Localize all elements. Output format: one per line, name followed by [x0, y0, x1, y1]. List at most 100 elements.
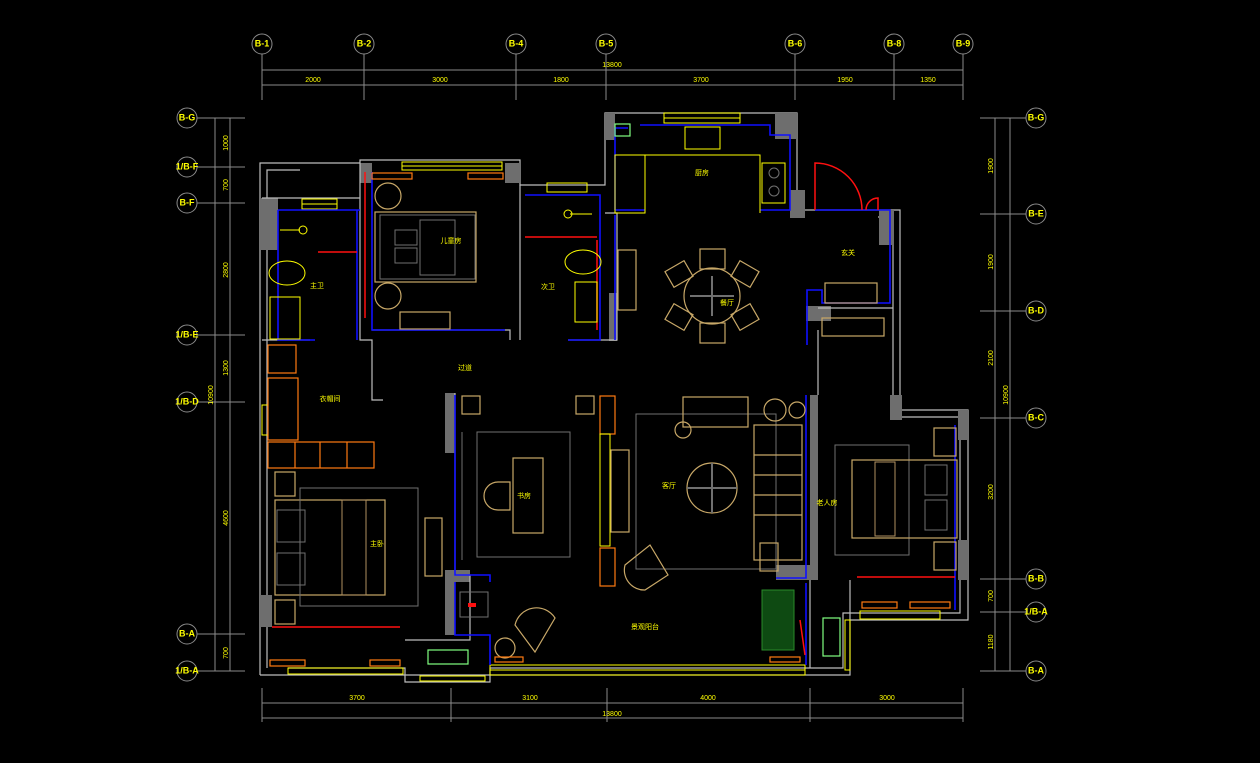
- plant: [575, 395, 595, 415]
- ac-unit: [822, 617, 841, 657]
- axis-bubble: B-4: [505, 33, 527, 100]
- top-dim: 1350: [920, 77, 936, 84]
- axis-circle: [176, 107, 198, 129]
- nightstand-lamp: [374, 182, 402, 210]
- armchair: [623, 544, 669, 591]
- axis-circle: [176, 391, 198, 413]
- axis-bubble: B-F: [176, 192, 245, 214]
- living-rug: [635, 413, 777, 570]
- axis-label: 1/B-D: [175, 396, 199, 406]
- axis-bubble: B-D: [980, 300, 1047, 322]
- cabinet: [459, 591, 489, 618]
- window: [287, 667, 404, 675]
- wardrobe: [267, 377, 299, 441]
- console: [821, 317, 885, 337]
- master-bed: [274, 487, 419, 607]
- axis-circle: [1025, 300, 1047, 322]
- left-axis-grid: B-G1/B-FB-F1/B-E1/B-DB-A1/B-A 10900 1000…: [175, 107, 245, 682]
- axis-circle: [1025, 601, 1047, 623]
- right-dim: 3200: [988, 484, 995, 500]
- axis-bubble: B-6: [784, 33, 806, 100]
- room-label-study: 书房: [517, 491, 531, 500]
- window: [489, 664, 806, 676]
- left-dim: 2800: [223, 262, 230, 278]
- bottom-overall-dim: 13800: [602, 711, 622, 718]
- axis-circle: [883, 33, 905, 55]
- axis-circle: [1025, 203, 1047, 225]
- bottom-dim: 3100: [522, 695, 538, 702]
- axis-circle: [251, 33, 273, 55]
- axis-label: B-8: [887, 38, 902, 48]
- axis-bubble: B-8: [883, 33, 905, 100]
- stove: [761, 162, 786, 204]
- axis-label: B-9: [956, 38, 971, 48]
- room-label-master-bath: 主卫: [310, 281, 324, 290]
- room-label-kitchen: 厨房: [695, 168, 709, 177]
- walls: [259, 112, 969, 683]
- sink: [574, 281, 598, 323]
- room-labels: 儿童房 主卫 次卫 过道 衣帽间 厨房 餐厅 玄关 书房 客厅 老人房 景观阳台…: [310, 168, 855, 631]
- axis-label: B-F: [180, 197, 195, 207]
- axis-bubble: 1/B-F: [176, 156, 245, 178]
- partition: [599, 433, 611, 547]
- counter: [644, 154, 761, 213]
- top-dim: 2000: [305, 77, 321, 84]
- window: [301, 198, 338, 210]
- right-dim: 1180: [988, 634, 995, 649]
- axis-circle: [176, 156, 198, 178]
- kitchen-sink: [684, 126, 721, 150]
- rug: [476, 431, 571, 558]
- fridge-cabinet: [614, 154, 646, 214]
- axis-bubble: 1/B-A: [175, 660, 245, 682]
- appliance: [614, 123, 631, 137]
- nightstand: [274, 599, 296, 625]
- entrance-door[interactable]: [814, 162, 879, 211]
- coffee-table: [686, 462, 738, 514]
- axis-circle: [176, 660, 198, 682]
- right-dim: 1900: [988, 254, 995, 270]
- tv-cabinet: [424, 517, 443, 577]
- axis-circle: [176, 324, 198, 346]
- axis-label: B-1: [255, 38, 270, 48]
- axis-label: 1/B-F: [176, 161, 199, 171]
- chair: [483, 481, 511, 511]
- bottom-dim: 4000: [700, 695, 716, 702]
- side-table: [494, 637, 516, 659]
- shoe-cabinet: [824, 282, 878, 304]
- axis-label: 1/B-A: [175, 665, 199, 675]
- axis-label: B-A: [1028, 665, 1044, 675]
- axis-bubble: 1/B-A: [980, 601, 1048, 623]
- lounge-chair: [514, 607, 556, 654]
- right-dim: 700: [988, 590, 995, 602]
- axis-circle: [505, 33, 527, 55]
- bottom-dim: 3000: [879, 695, 895, 702]
- axis-bubble: B-2: [353, 33, 375, 100]
- left-dim: 4600: [223, 510, 230, 526]
- axis-circle: [353, 33, 375, 55]
- axis-circle: [1025, 407, 1047, 429]
- left-dim: 1300: [223, 360, 230, 376]
- axis-circle: [784, 33, 806, 55]
- left-overall-dim: 10900: [208, 385, 215, 405]
- left-dim: 700: [223, 179, 230, 191]
- window: [859, 610, 941, 620]
- bottom-dim: 3700: [349, 695, 365, 702]
- axis-bubble: B-C: [980, 407, 1047, 429]
- room-label-corridor: 过道: [458, 363, 472, 372]
- room-label-cloakroom: 衣帽间: [320, 394, 341, 403]
- window: [419, 675, 486, 682]
- axis-label: B-6: [788, 38, 803, 48]
- sink: [269, 296, 301, 340]
- axis-bubble: B-E: [980, 203, 1047, 225]
- right-dim: 2100: [988, 350, 995, 366]
- top-overall-dim: 13800: [602, 62, 622, 69]
- axis-label: B-D: [1028, 305, 1044, 315]
- furniture: [267, 123, 958, 667]
- axis-bubble: B-9: [952, 33, 974, 100]
- room-label-master-bedroom: 主卧: [370, 539, 384, 548]
- axis-label: B-2: [357, 38, 372, 48]
- toilet: [564, 249, 602, 275]
- dining-table: [664, 248, 760, 344]
